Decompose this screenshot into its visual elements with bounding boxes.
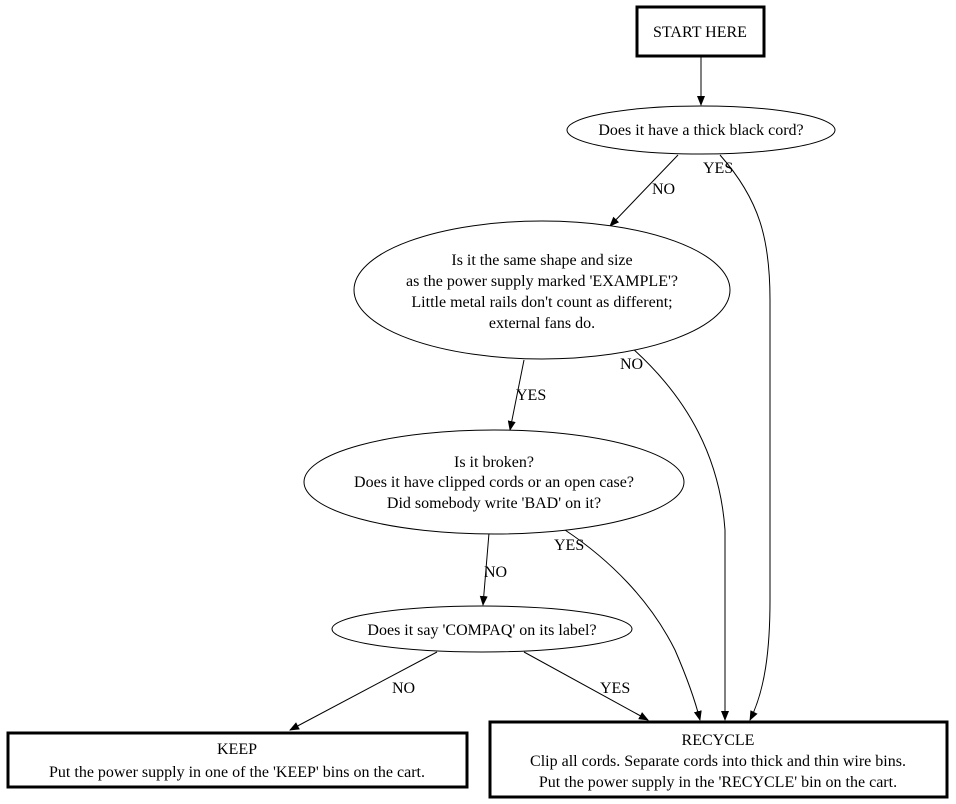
node-start: START HERE xyxy=(635,5,766,58)
node-question-shape-line-2: as the power supply marked 'EXAMPLE'? xyxy=(406,273,678,290)
edge-compaq-yes xyxy=(523,651,649,721)
edge-broken-no xyxy=(479,532,490,606)
edge-label-compaq-yes: YES xyxy=(600,680,630,697)
node-recycle: RECYCLE Clip all cords. Separate cords i… xyxy=(488,720,949,799)
edge-label-shape-yes: YES xyxy=(516,387,546,404)
edge-compaq-no xyxy=(289,651,438,731)
node-keep-title: KEEP xyxy=(217,741,257,758)
edge-label-cord-no: NO xyxy=(652,181,675,198)
node-question-shape: Is it the same shape and size as the pow… xyxy=(353,220,731,360)
node-question-cord: Does it have a thick black cord? xyxy=(566,105,836,155)
node-question-broken-line-1: Is it broken? xyxy=(454,454,534,471)
node-keep: KEEP Put the power supply in one of the … xyxy=(6,731,469,789)
edge-label-broken-no: NO xyxy=(484,564,507,581)
node-keep-description: Put the power supply in one of the 'KEEP… xyxy=(49,764,425,781)
node-recycle-title: RECYCLE xyxy=(682,732,755,749)
node-question-broken-line-2: Does it have clipped cords or an open ca… xyxy=(354,474,634,491)
node-recycle-line-2: Clip all cords. Separate cords into thic… xyxy=(530,753,906,770)
node-question-shape-line-3: Little metal rails don't count as differ… xyxy=(411,294,672,311)
node-question-broken: Is it broken? Does it have clipped cords… xyxy=(303,429,685,535)
edge-label-shape-no: NO xyxy=(620,356,643,373)
edge-label-cord-yes: YES xyxy=(703,160,733,177)
node-question-shape-line-4: external fans do. xyxy=(489,315,595,332)
node-start-label: START HERE xyxy=(653,24,747,41)
edge-shape-no xyxy=(631,347,729,721)
edge-label-compaq-no: NO xyxy=(392,680,415,697)
edge-label-broken-yes: YES xyxy=(554,537,584,554)
edge-shape-yes xyxy=(507,359,525,431)
node-question-broken-line-3: Did somebody write 'BAD' on it? xyxy=(387,495,601,512)
edge-cord-yes xyxy=(719,154,771,721)
node-question-shape-line-1: Is it the same shape and size xyxy=(451,252,632,269)
edge-broken-yes xyxy=(564,529,702,721)
node-question-compaq: Does it say 'COMPAQ' on its label? xyxy=(331,605,633,653)
node-question-compaq-label: Does it say 'COMPAQ' on its label? xyxy=(367,622,596,639)
edge-cord-no xyxy=(609,154,679,227)
node-recycle-line-3: Put the power supply in the 'RECYCLE' bi… xyxy=(539,774,897,791)
node-question-cord-label: Does it have a thick black cord? xyxy=(598,122,803,139)
